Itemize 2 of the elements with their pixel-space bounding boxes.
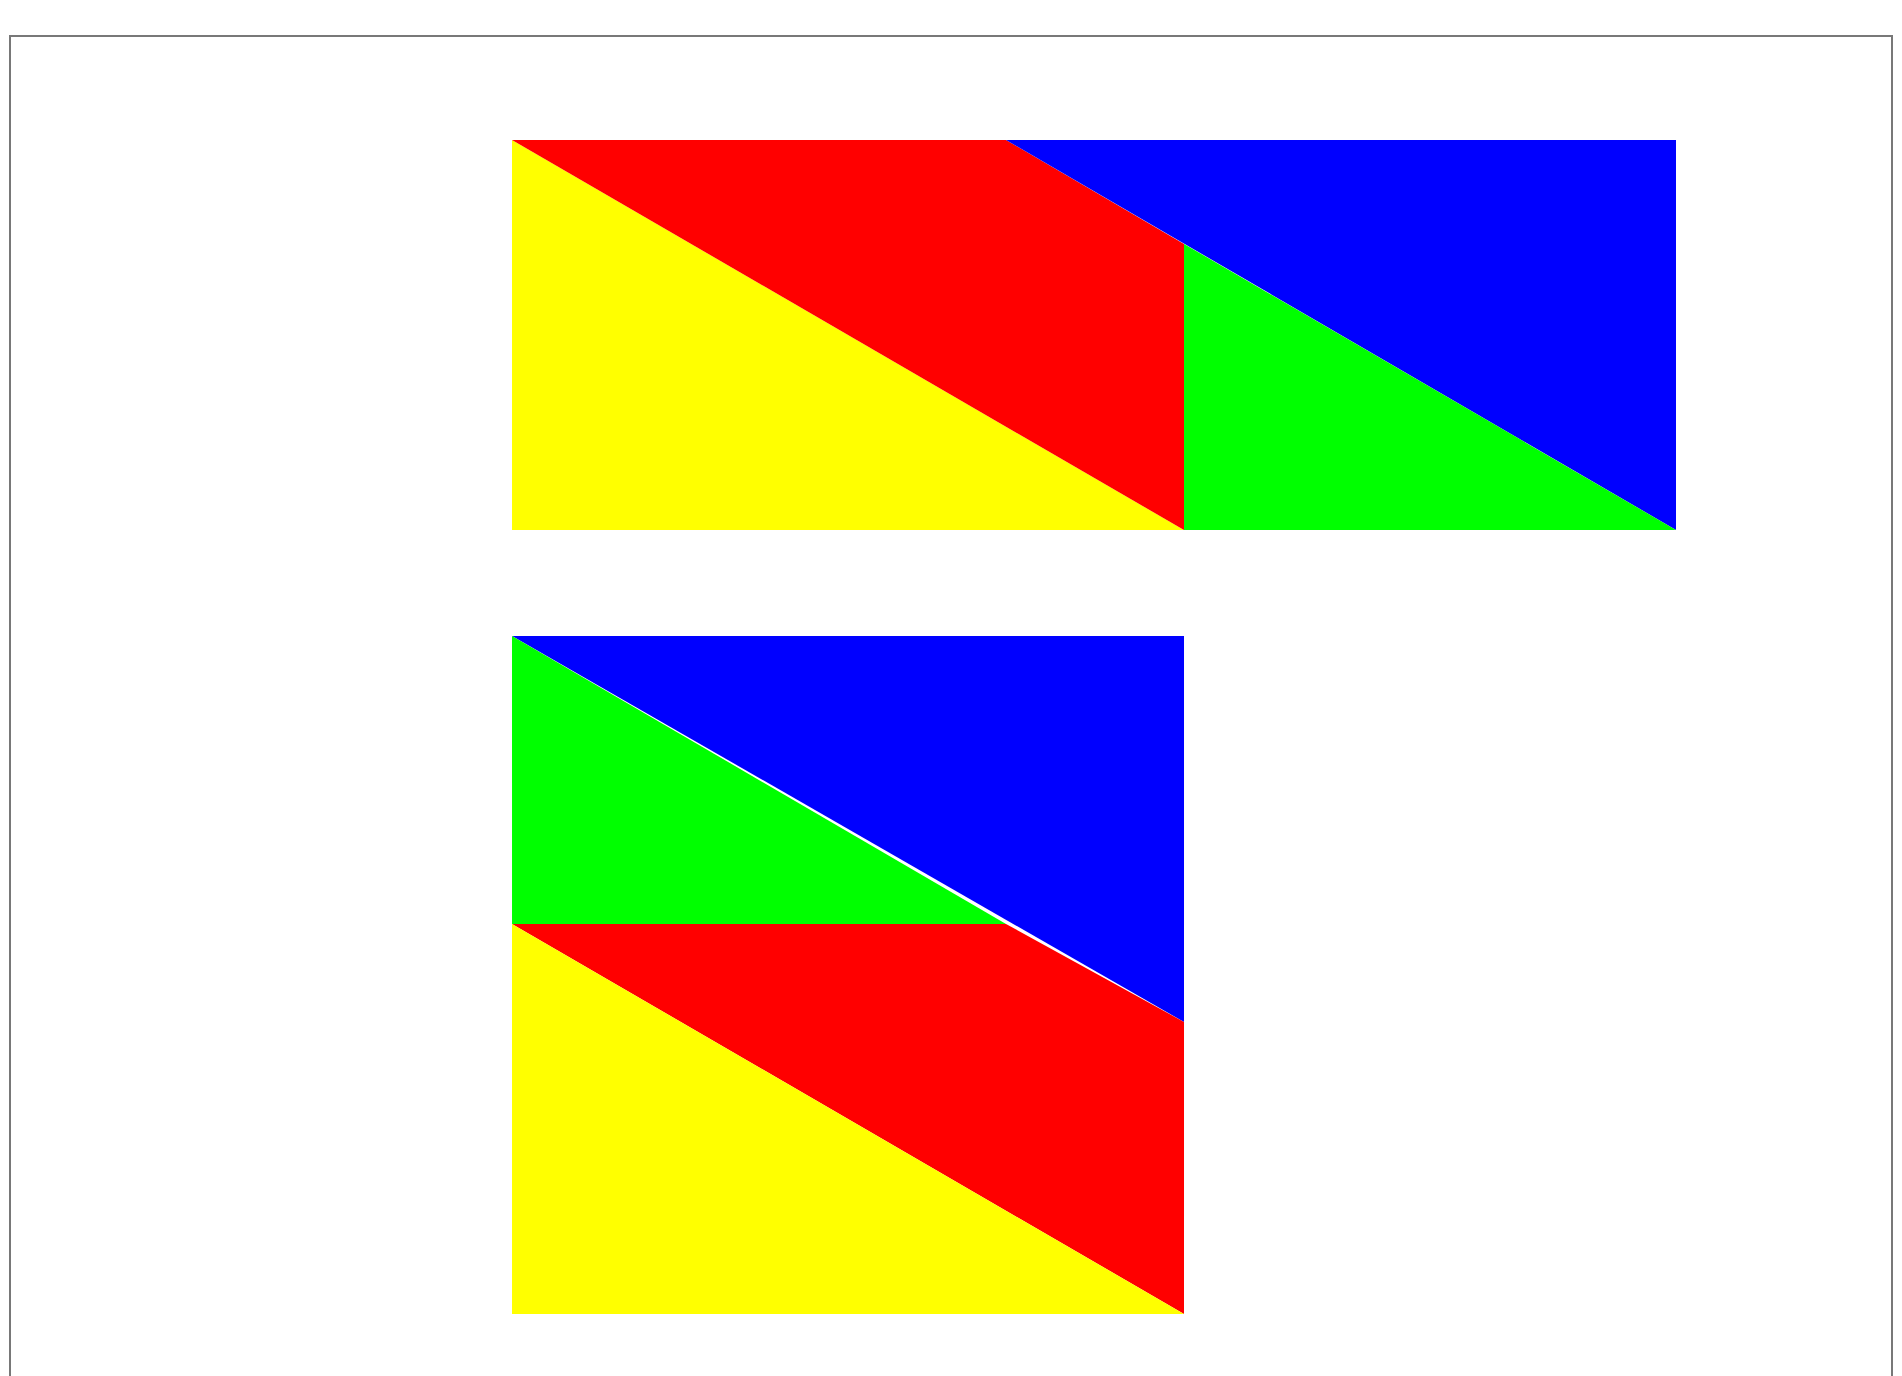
dissected-rectangle-drawing [512,636,1184,1314]
dissected-rectangle-drawing [512,140,1676,530]
